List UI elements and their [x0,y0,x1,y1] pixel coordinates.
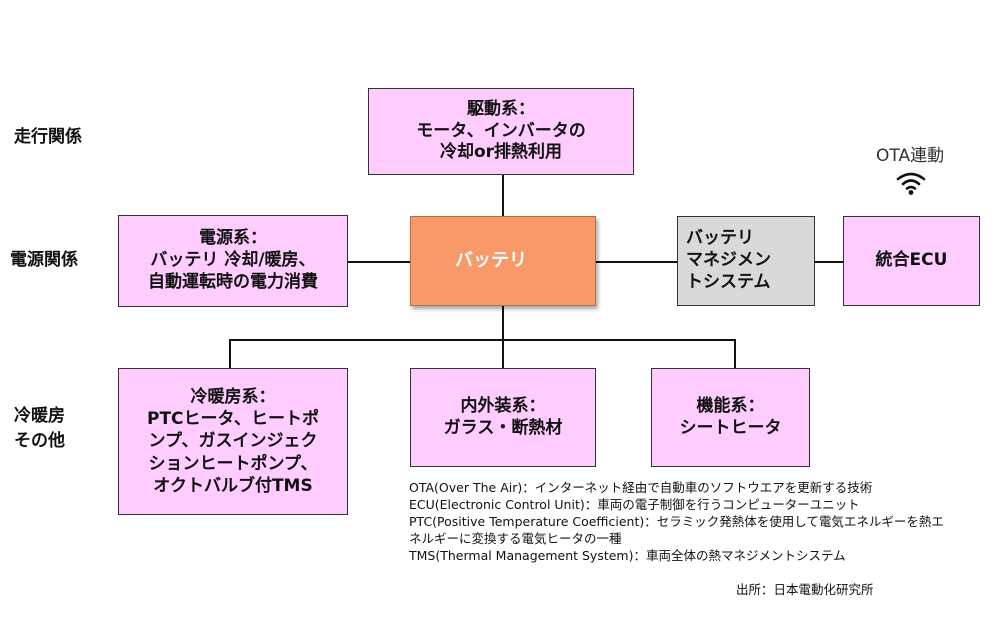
hvac-system-line2: ンプ、ガスインジェク [148,431,318,452]
power-system-line2: 自動運転時の電力消費 [148,271,318,292]
bms-line2: マネジメン [686,250,771,271]
drive-system-line2: 冷却or排熱利用 [439,142,563,163]
interior-system-title: 内外装系： [460,395,546,416]
connector-bms-ecu [815,261,843,263]
power-system-title: 電源系： [199,228,267,249]
hvac-system-title: 冷暖房系： [190,387,276,408]
connector-bus-function [734,339,736,368]
note-ptc-cont: ネルギーに変換する電気ヒータの一種 [409,531,622,546]
drive-system-title: 駆動系： [467,98,535,119]
connector-bus-hvac [229,339,231,368]
row-label-hvac-line2: その他 [14,430,65,451]
bms-line1: バッテリ [686,228,754,249]
function-system-box: 機能系： シートヒータ [651,368,810,467]
note-ota: OTA(Over The Air)：インターネット経由で自動車のソフトウエアを更… [409,480,873,495]
drive-system-box: 駆動系： モータ、インバータの 冷却or排熱利用 [368,88,634,175]
interior-system-line1: ガラス・断熱材 [443,417,563,438]
glossary-notes: OTA(Over The Air)：インターネット経由で自動車のソフトウエアを更… [409,479,944,564]
note-tms: TMS(Thermal Management System)：車両全体の熱マネジ… [409,548,846,563]
interior-exterior-system-box: 内外装系： ガラス・断熱材 [410,368,596,467]
hvac-system-box: 冷暖房系： PTCヒータ、ヒートポ ンプ、ガスインジェク ションヒートポンプ、 … [118,368,348,515]
power-system-box: 電源系： バッテリ 冷却/暖房、 自動運転時の電力消費 [118,215,348,307]
source-credit: 出所：日本電動化研究所 [736,582,874,597]
power-system-line1: バッテリ 冷却/暖房、 [150,250,316,271]
wifi-icon [896,172,926,195]
row-label-hvac-line1: 冷暖房 [14,406,65,426]
connector-battery-bus [502,306,504,368]
hvac-system-line4: オクトバルブ付TMS [153,475,313,496]
note-ecu: ECU(Electronic Control Unit)：車両の電子制御を行うコ… [409,497,860,512]
battery-box: バッテリ [410,216,596,306]
connector-battery-bms [596,261,677,263]
battery-label: バッテリ [455,250,527,272]
hvac-system-line1: PTCヒータ、ヒートポ [146,409,320,430]
bms-line3: トシステム [686,271,771,292]
hvac-system-line3: ションヒートポンプ、 [148,453,318,474]
bus-horizontal [229,339,736,341]
battery-management-system-box: バッテリ マネジメン トシステム [677,216,815,306]
note-ptc: PTC(Positive Temperature Coefficient)：セラ… [409,514,944,529]
connector-drive-battery [502,175,504,217]
connector-power-battery [348,261,410,263]
row-label-driving: 走行関係 [14,127,82,147]
function-system-title: 機能系： [696,395,765,416]
integrated-ecu-box: 統合ECU [843,216,980,306]
ecu-label: 統合ECU [875,250,948,271]
row-label-power: 電源関係 [10,250,78,270]
drive-system-line1: モータ、インバータの [416,120,586,141]
function-system-line1: シートヒータ [679,417,782,438]
row-label-hvac: 冷暖房 その他 [14,404,65,453]
ota-label: OTA連動 [876,146,945,166]
